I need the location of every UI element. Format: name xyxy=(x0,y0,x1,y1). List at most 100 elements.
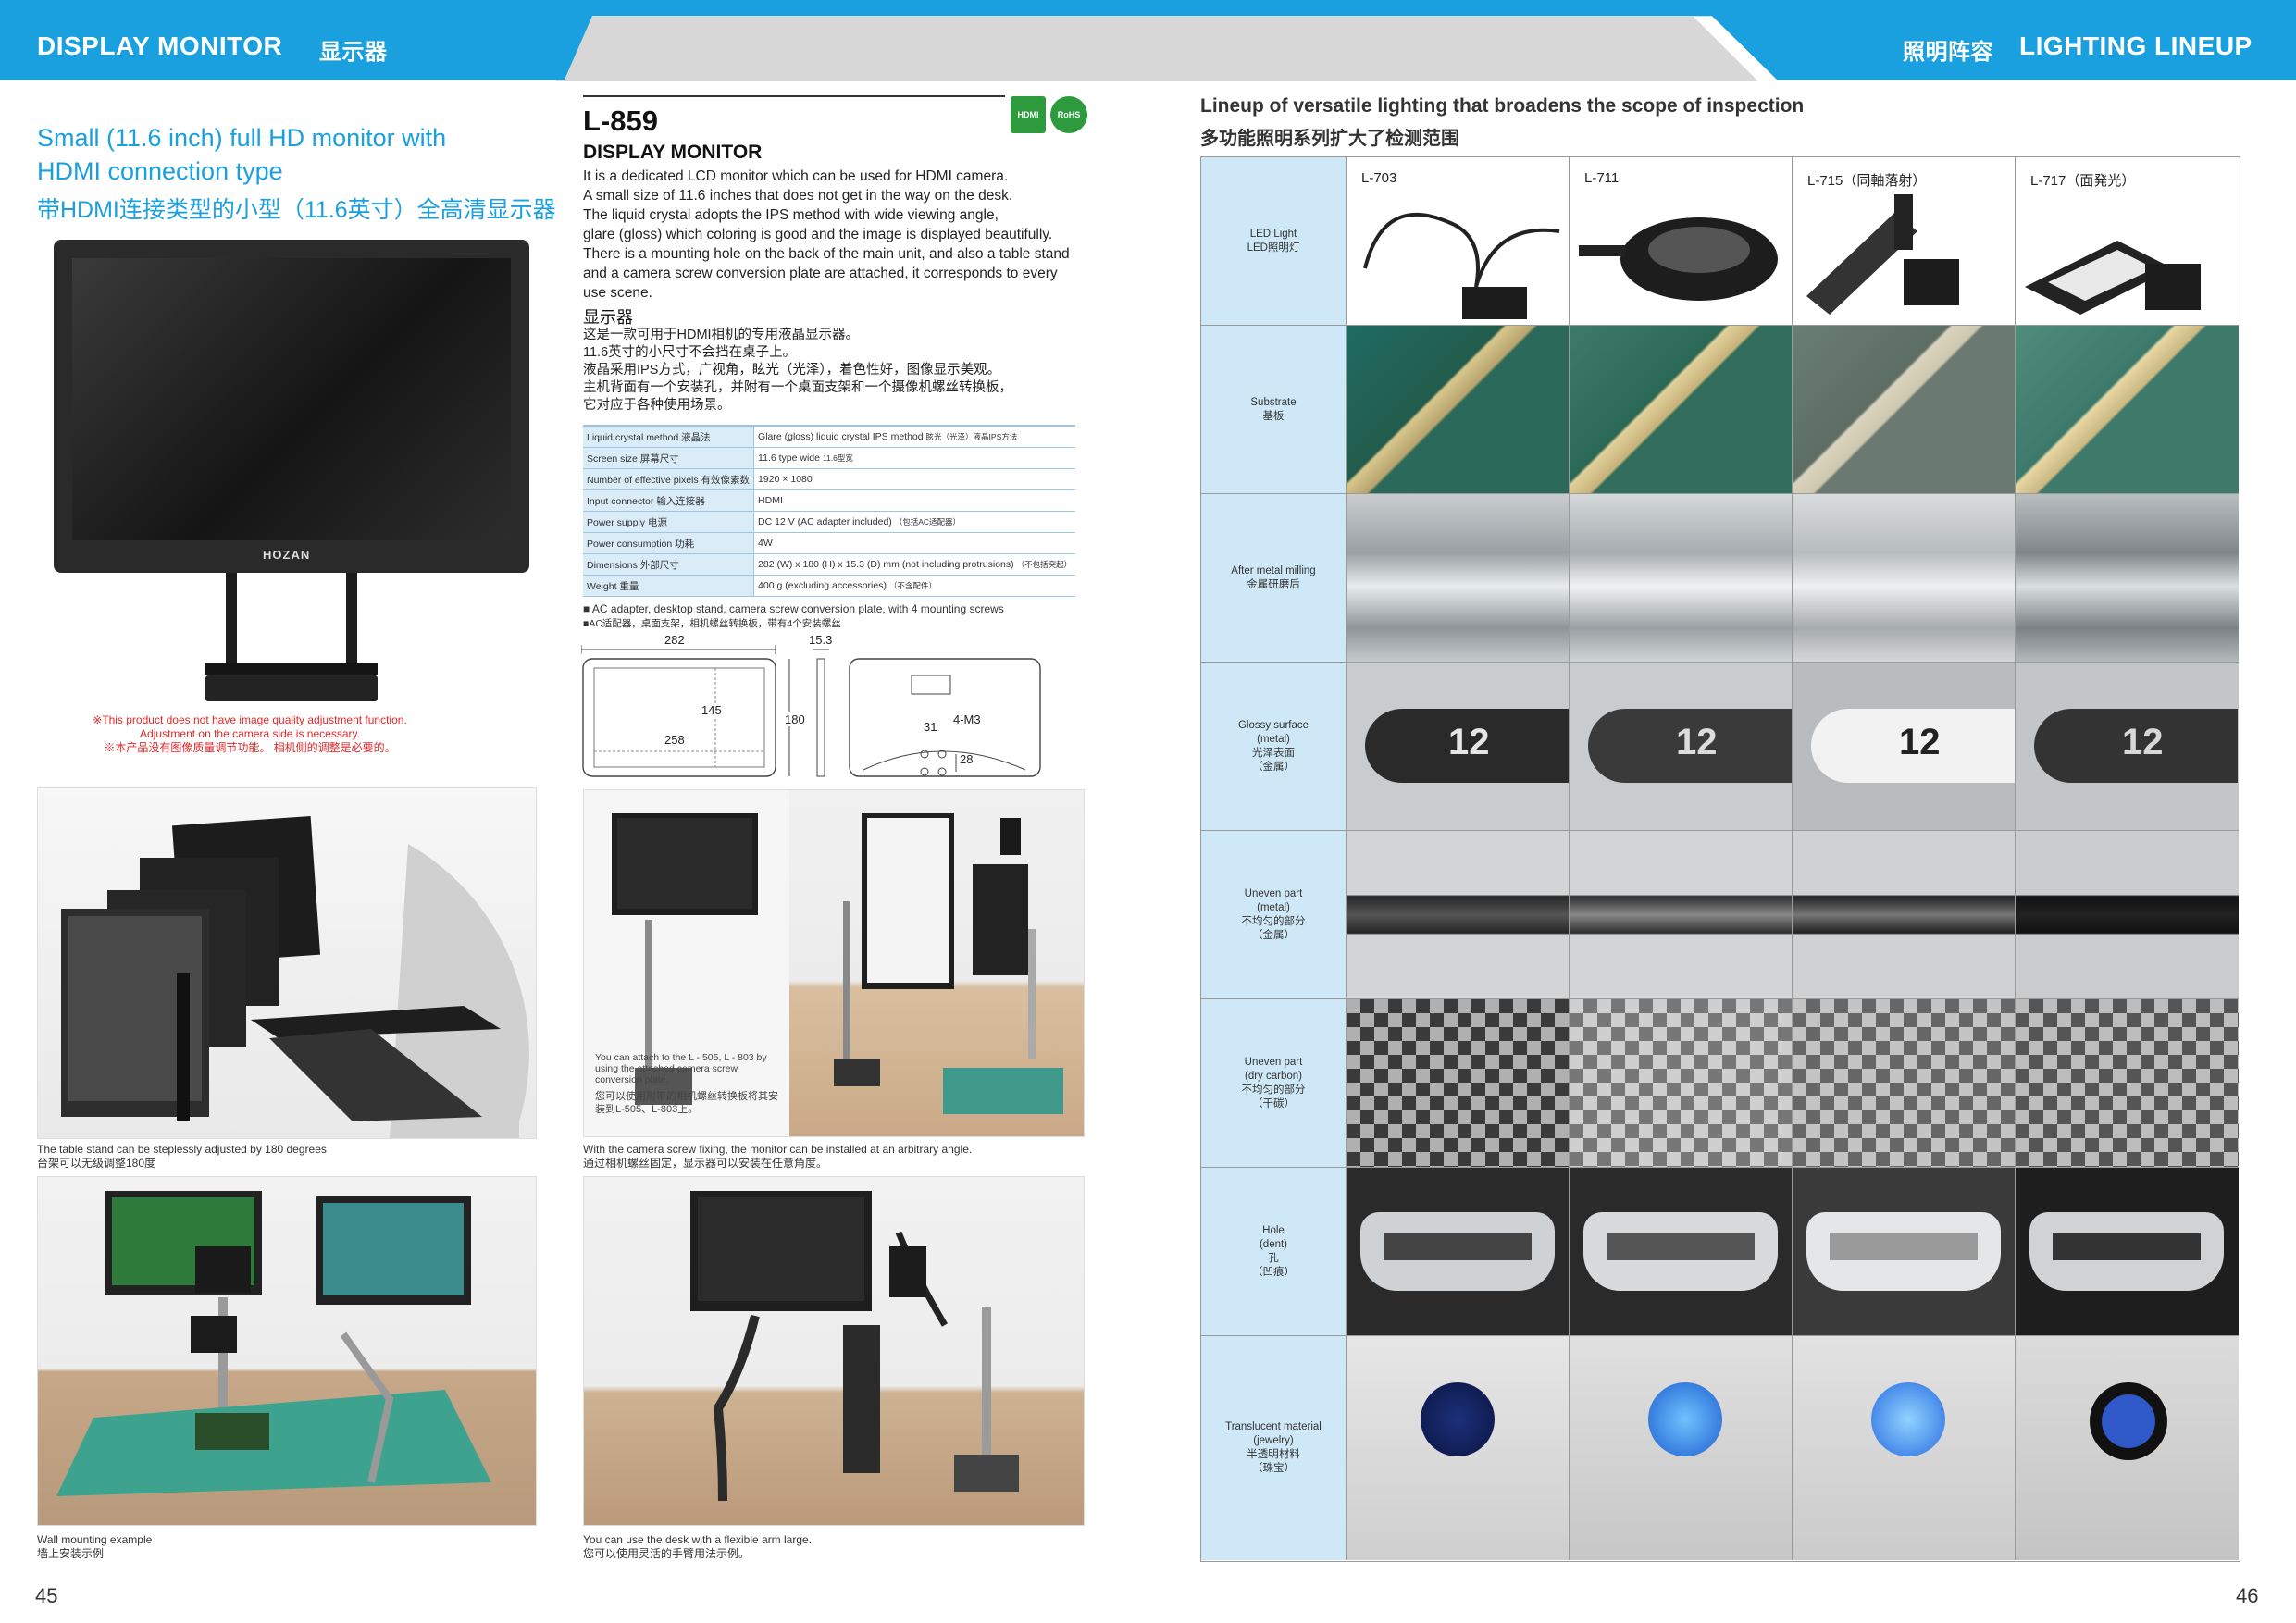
lineup-cell-l703: L-703 xyxy=(1346,157,1570,326)
screw-l717 xyxy=(2015,831,2239,999)
monitor-brand-logo: HOZAN xyxy=(263,548,311,562)
column-head-l717: L-717（面発光） xyxy=(2030,173,2136,189)
page-number-left: 45 xyxy=(35,1584,58,1607)
desc-zh-line: 它对应于各种使用场景。 xyxy=(583,398,731,413)
note-line-3: ※本产品没有图像质量调节功能。 相机侧的调整是必要的。 xyxy=(104,741,396,754)
hole-l715 xyxy=(1792,1168,2016,1336)
jewel-l703 xyxy=(1346,1336,1570,1560)
caption-screw-en: With the camera screw fixing, the monito… xyxy=(583,1143,973,1156)
header-right-title-zh: 照明阵容 xyxy=(1903,40,1993,65)
stand-angle-photo xyxy=(37,787,537,1139)
jewel xyxy=(1421,1382,1495,1456)
attach-note-en: You can attach to the L - 505, L - 803 b… xyxy=(595,1052,767,1085)
headline-zh: 带HDMI连接类型的小型（11.6英寸）全高清显示器 xyxy=(37,197,556,223)
desc-zh-line: 11.6英寸的小尺寸不会挡在桌子上。 xyxy=(583,345,797,360)
dim-inner-width: 258 xyxy=(664,733,685,747)
glossy-slot xyxy=(1811,709,2015,783)
product-note: ※This product does not have image qualit… xyxy=(0,713,500,755)
rohs-badge: RoHS xyxy=(1050,96,1087,133)
glossy-number: 12 xyxy=(1676,722,1718,762)
header-left-title-zh: 显示器 xyxy=(319,40,388,65)
glossy-l717: 12 xyxy=(2015,663,2239,831)
caption-arm-en: You can use the desk with a flexible arm… xyxy=(583,1533,813,1546)
carbon-l717 xyxy=(2015,999,2239,1168)
hdmi-port-inner xyxy=(1607,1233,1755,1260)
row-label-uneven-metal: Uneven part (metal)不均匀的部分 （金属） xyxy=(1201,831,1346,999)
note-line-2: Adjustment on the camera side is necessa… xyxy=(140,727,360,740)
dim-height: 180 xyxy=(785,712,805,726)
glossy-l711: 12 xyxy=(1569,663,1793,831)
product-top-rule xyxy=(583,95,1005,97)
lineup-cell-l711: L-711 xyxy=(1569,157,1793,326)
row-label-uneven-carbon: Uneven part (dry carbon)不均匀的部分 （干碳） xyxy=(1201,999,1346,1168)
row-label-hole: Hole (dent)孔 （凹痕） xyxy=(1201,1168,1346,1336)
wall-mount-illustration xyxy=(56,1191,491,1496)
product-description-zh: 这是一款可用于HDMI相机的专用液晶显示器。 11.6英寸的小尺寸不会挡在桌子上… xyxy=(583,327,1101,415)
jewel-l711 xyxy=(1569,1336,1793,1560)
dim-thread: 4-M3 xyxy=(953,712,981,726)
flexible-arm-illustration xyxy=(690,1191,1019,1502)
desc-en-line: It is a dedicated LCD monitor which can … xyxy=(583,168,1009,184)
monitor-screen xyxy=(72,258,511,540)
desc-zh-line: 液晶采用IPS方式，广视角，眩光（光泽），着色性好，图像显示美观。 xyxy=(583,363,1001,378)
milling-l703 xyxy=(1346,494,1570,663)
screw-l711 xyxy=(1569,831,1793,999)
milling-l711 xyxy=(1569,494,1793,663)
hole-l711 xyxy=(1569,1168,1793,1336)
attach-note-zh: 您可以使用附带的相机螺丝转换板将其安装到L-505、L-803上。 xyxy=(595,1091,778,1115)
screw-l715 xyxy=(1792,831,2016,999)
row-label-translucent: Translucent material (jewelry)半透明材料 （珠宝） xyxy=(1201,1336,1346,1560)
stand-leg-right xyxy=(346,573,357,679)
page-number-right: 46 xyxy=(2236,1584,2259,1607)
l703-lamp-icon xyxy=(1363,212,1560,319)
camera-screw-illustration xyxy=(584,790,1063,1136)
milling-l715 xyxy=(1792,494,2016,663)
desc-en-line: There is a mounting hole on the back of … xyxy=(583,246,1070,262)
dim-depth: 15.3 xyxy=(809,633,833,647)
product-description-en: It is a dedicated LCD monitor which can … xyxy=(583,167,1101,303)
desc-en-line: A small size of 11.6 inches that does no… xyxy=(583,188,1013,204)
column-head-l703: L-703 xyxy=(1361,170,1397,186)
product-model: L-859 xyxy=(583,105,658,137)
lineup-cell-l715: L-715（同軸落射） xyxy=(1792,157,2016,326)
substrate-l717 xyxy=(2015,326,2239,494)
accessory-zh: ■AC适配器，桌面支架，相机螺丝转换板，带有4个安装螺丝 xyxy=(583,618,841,629)
caption-stand-en: The table stand can be steplessly adjust… xyxy=(37,1143,327,1156)
substrate-l711 xyxy=(1569,326,1793,494)
glossy-number: 12 xyxy=(2122,722,2164,762)
glossy-slot xyxy=(2034,709,2238,783)
dim-hole-spacing: 31 xyxy=(924,720,937,734)
caption-wall-en: Wall mounting example xyxy=(37,1533,153,1546)
column-head-l711: L-711 xyxy=(1584,170,1620,186)
lineup-cell-l717: L-717（面発光） xyxy=(2015,157,2239,326)
header-right-title-en: LIGHTING LINEUP xyxy=(2019,31,2253,60)
wall-mount-photo xyxy=(37,1176,537,1526)
monitor-product-image: HOZAN xyxy=(54,240,529,702)
jewel xyxy=(1648,1382,1722,1456)
screw-l703 xyxy=(1346,831,1570,999)
carbon-l715 xyxy=(1792,999,2016,1168)
l711-ring-icon xyxy=(1579,217,1778,301)
milling-l717 xyxy=(2015,494,2239,663)
accessory-en: ■ AC adapter, desktop stand, camera scre… xyxy=(583,602,1004,615)
desc-zh-line: 这是一款可用于HDMI相机的专用液晶显示器。 xyxy=(583,328,860,342)
headline-en-2: HDMI connection type xyxy=(37,157,283,185)
desc-en-line: use scene. xyxy=(583,285,652,301)
dim-inner-height: 145 xyxy=(701,703,722,717)
glossy-l703: 12 xyxy=(1346,663,1570,831)
camera-screw-photo: You can attach to the L - 505, L - 803 b… xyxy=(583,789,1085,1137)
lineup-title-en: Lineup of versatile lighting that broade… xyxy=(1200,95,1805,117)
header-gray-band xyxy=(555,17,1758,81)
hdmi-badge: HDMI xyxy=(1011,96,1046,133)
jewel xyxy=(1871,1382,1945,1456)
note-line-1: ※This product does not have image qualit… xyxy=(93,713,407,726)
dimension-svg xyxy=(580,645,1041,777)
desc-en-line: The liquid crystal adopts the IPS method… xyxy=(583,207,999,223)
